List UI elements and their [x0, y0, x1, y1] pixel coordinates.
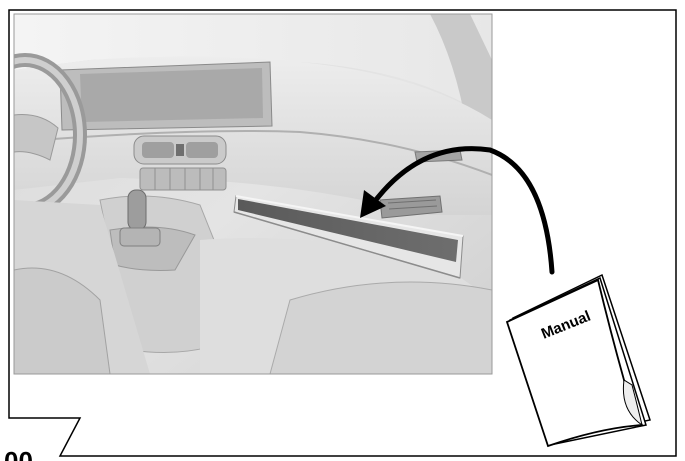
- car-interior-illustration: [0, 14, 492, 374]
- center-vents: [134, 136, 226, 164]
- climate-controls: [140, 168, 226, 190]
- manual-booklet-icon: Manual: [507, 275, 650, 446]
- page-number: 00: [4, 446, 33, 461]
